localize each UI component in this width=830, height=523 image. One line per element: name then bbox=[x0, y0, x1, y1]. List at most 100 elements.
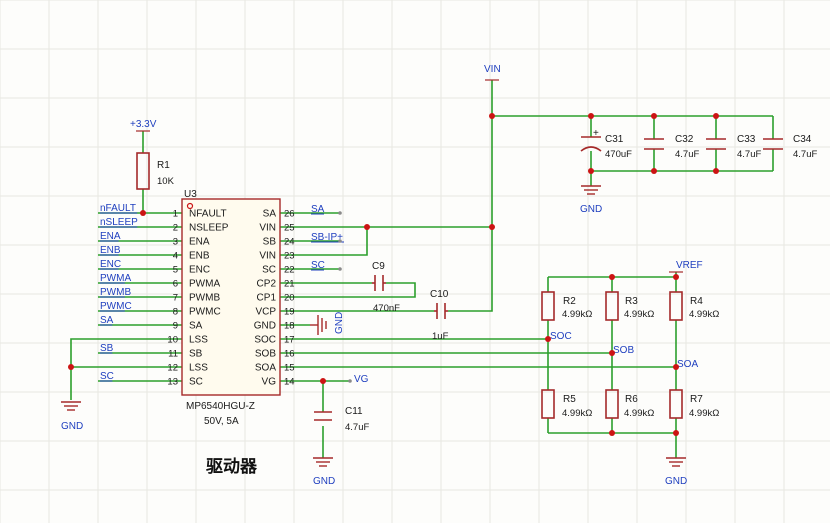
junction-sob bbox=[609, 350, 615, 356]
net-endpoints bbox=[338, 211, 352, 383]
ground-lss[interactable]: GND bbox=[61, 401, 83, 432]
pin-number: 11 bbox=[168, 349, 178, 360]
pin-number: 24 bbox=[284, 237, 295, 248]
resistor-r5-body bbox=[541, 389, 555, 419]
pin-name: LSS bbox=[189, 363, 208, 374]
resistor-r7-body bbox=[669, 389, 683, 419]
resistor-r6-ref: R6 bbox=[625, 394, 638, 405]
resistor-r7[interactable]: R7 4.99kΩ bbox=[669, 389, 719, 419]
junction-vin-bus bbox=[489, 224, 495, 230]
resistor-r2-body bbox=[541, 291, 555, 321]
pin-name: SC bbox=[189, 377, 203, 388]
resistor-r3-ref: R3 bbox=[625, 296, 638, 307]
capacitor-c31-value: 470uF bbox=[605, 149, 632, 160]
junction-c32-top bbox=[651, 113, 657, 119]
net-label[interactable]: ENB bbox=[100, 245, 121, 256]
ground-pin18[interactable]: GND bbox=[310, 312, 345, 335]
net-label[interactable]: SB bbox=[100, 343, 114, 354]
power-vin[interactable]: VIN bbox=[484, 64, 501, 81]
capacitor-c9-value: 470nF bbox=[373, 303, 400, 314]
net-soc-label[interactable]: SOC bbox=[550, 331, 572, 342]
junction-c32-bot bbox=[651, 168, 657, 174]
net-label[interactable]: PWMA bbox=[100, 273, 131, 284]
pin-number: 9 bbox=[173, 321, 178, 332]
pin-name: NFAULT bbox=[189, 209, 227, 220]
pin-name: VG bbox=[262, 377, 277, 388]
resistor-r5-ref: R5 bbox=[563, 394, 576, 405]
net-label[interactable]: nFAULT bbox=[100, 203, 136, 214]
ground-c11[interactable]: GND bbox=[313, 457, 335, 487]
pin-name: SB bbox=[263, 237, 277, 248]
capacitor-c10-value: 1uF bbox=[432, 331, 449, 342]
pin-number: 17 bbox=[284, 335, 295, 346]
power-3v3[interactable]: +3.3V bbox=[130, 119, 157, 132]
net-label[interactable]: PWMB bbox=[100, 287, 131, 298]
capacitor-c32[interactable]: C32 4.7uF bbox=[644, 134, 699, 160]
net-label[interactable]: SA bbox=[100, 315, 114, 326]
pin-name: SA bbox=[189, 321, 203, 332]
resistor-r5[interactable]: R5 4.99kΩ bbox=[541, 389, 592, 419]
ground-c31-label: GND bbox=[580, 204, 602, 215]
resistor-r3[interactable]: R3 4.99kΩ bbox=[605, 291, 654, 321]
pin-name: CP2 bbox=[257, 279, 277, 290]
resistor-r2-ref: R2 bbox=[563, 296, 576, 307]
resistor-r4[interactable]: R4 4.99kΩ bbox=[669, 291, 719, 321]
capacitor-c33-ref: C33 bbox=[737, 134, 756, 145]
pin-number: 19 bbox=[284, 307, 295, 318]
pin-name: ENC bbox=[189, 265, 210, 276]
pin-name: CP1 bbox=[257, 293, 277, 304]
net-sc-right[interactable]: SC bbox=[311, 260, 325, 271]
resistor-r6[interactable]: R6 4.99kΩ bbox=[605, 389, 654, 419]
capacitor-c33[interactable]: C33 4.7uF bbox=[706, 134, 761, 160]
resistor-r1[interactable]: R1 10K bbox=[136, 152, 175, 190]
net-label[interactable]: nSLEEP bbox=[100, 217, 138, 228]
chip-body bbox=[181, 198, 281, 396]
net-sob-label[interactable]: SOB bbox=[613, 345, 634, 356]
ground-sense-label: GND bbox=[665, 476, 687, 487]
pin-name: SB bbox=[189, 349, 203, 360]
pin-number: 6 bbox=[173, 279, 178, 290]
junction-soc bbox=[545, 336, 551, 342]
capacitor-c34-value: 4.7uF bbox=[793, 149, 817, 160]
net-label[interactable]: ENA bbox=[100, 231, 121, 242]
ground-c11-label: GND bbox=[313, 476, 335, 487]
net-label[interactable]: ENC bbox=[100, 259, 121, 270]
net-label[interactable]: PWMC bbox=[100, 301, 132, 312]
pin-number: 4 bbox=[173, 251, 178, 262]
power-vref[interactable]: VREF bbox=[669, 260, 703, 273]
pin-name: PWMA bbox=[189, 279, 220, 290]
net-label[interactable]: SC bbox=[100, 371, 114, 382]
resistor-r2[interactable]: R2 4.99kΩ bbox=[541, 291, 592, 321]
pin-name: VIN bbox=[259, 223, 276, 234]
junction-vref-r4 bbox=[673, 274, 679, 280]
capacitor-c11-value: 4.7uF bbox=[345, 422, 369, 433]
ground-sense[interactable]: GND bbox=[665, 457, 687, 487]
net-sb-ip[interactable]: SB-IP+ bbox=[311, 232, 343, 243]
pin-number: 16 bbox=[284, 349, 295, 360]
pin-number: 12 bbox=[167, 363, 178, 374]
capacitor-c31[interactable]: + C31 470uF bbox=[580, 128, 632, 160]
capacitor-c34-ref: C34 bbox=[793, 134, 812, 145]
pin-name: LSS bbox=[189, 335, 208, 346]
net-vg[interactable]: VG bbox=[354, 374, 369, 385]
resistor-r1-value: 10K bbox=[157, 176, 175, 187]
ground-c31[interactable]: GND bbox=[580, 185, 602, 215]
net-soa-label[interactable]: SOA bbox=[677, 359, 698, 370]
capacitor-c10[interactable]: C10 1uF bbox=[430, 289, 449, 342]
capacitor-c34[interactable]: C34 4.7uF bbox=[763, 134, 817, 160]
pin-name: SOB bbox=[255, 349, 276, 360]
capacitor-c11[interactable]: C11 4.7uF bbox=[314, 406, 369, 433]
schematic-title: 驱动器 bbox=[206, 457, 258, 477]
endpoint-sb bbox=[338, 239, 342, 243]
chip-ref: U3 bbox=[184, 189, 197, 200]
junction-c31-bot bbox=[588, 168, 594, 174]
capacitor-c9[interactable]: C9 470nF bbox=[372, 261, 400, 314]
net-sa-right[interactable]: SA bbox=[311, 204, 325, 215]
junction-nfault bbox=[140, 210, 146, 216]
pin-name: ENB bbox=[189, 251, 210, 262]
ground-pin18-label: GND bbox=[334, 312, 345, 334]
capacitor-c10-ref: C10 bbox=[430, 289, 449, 300]
junction-vg bbox=[320, 378, 326, 384]
